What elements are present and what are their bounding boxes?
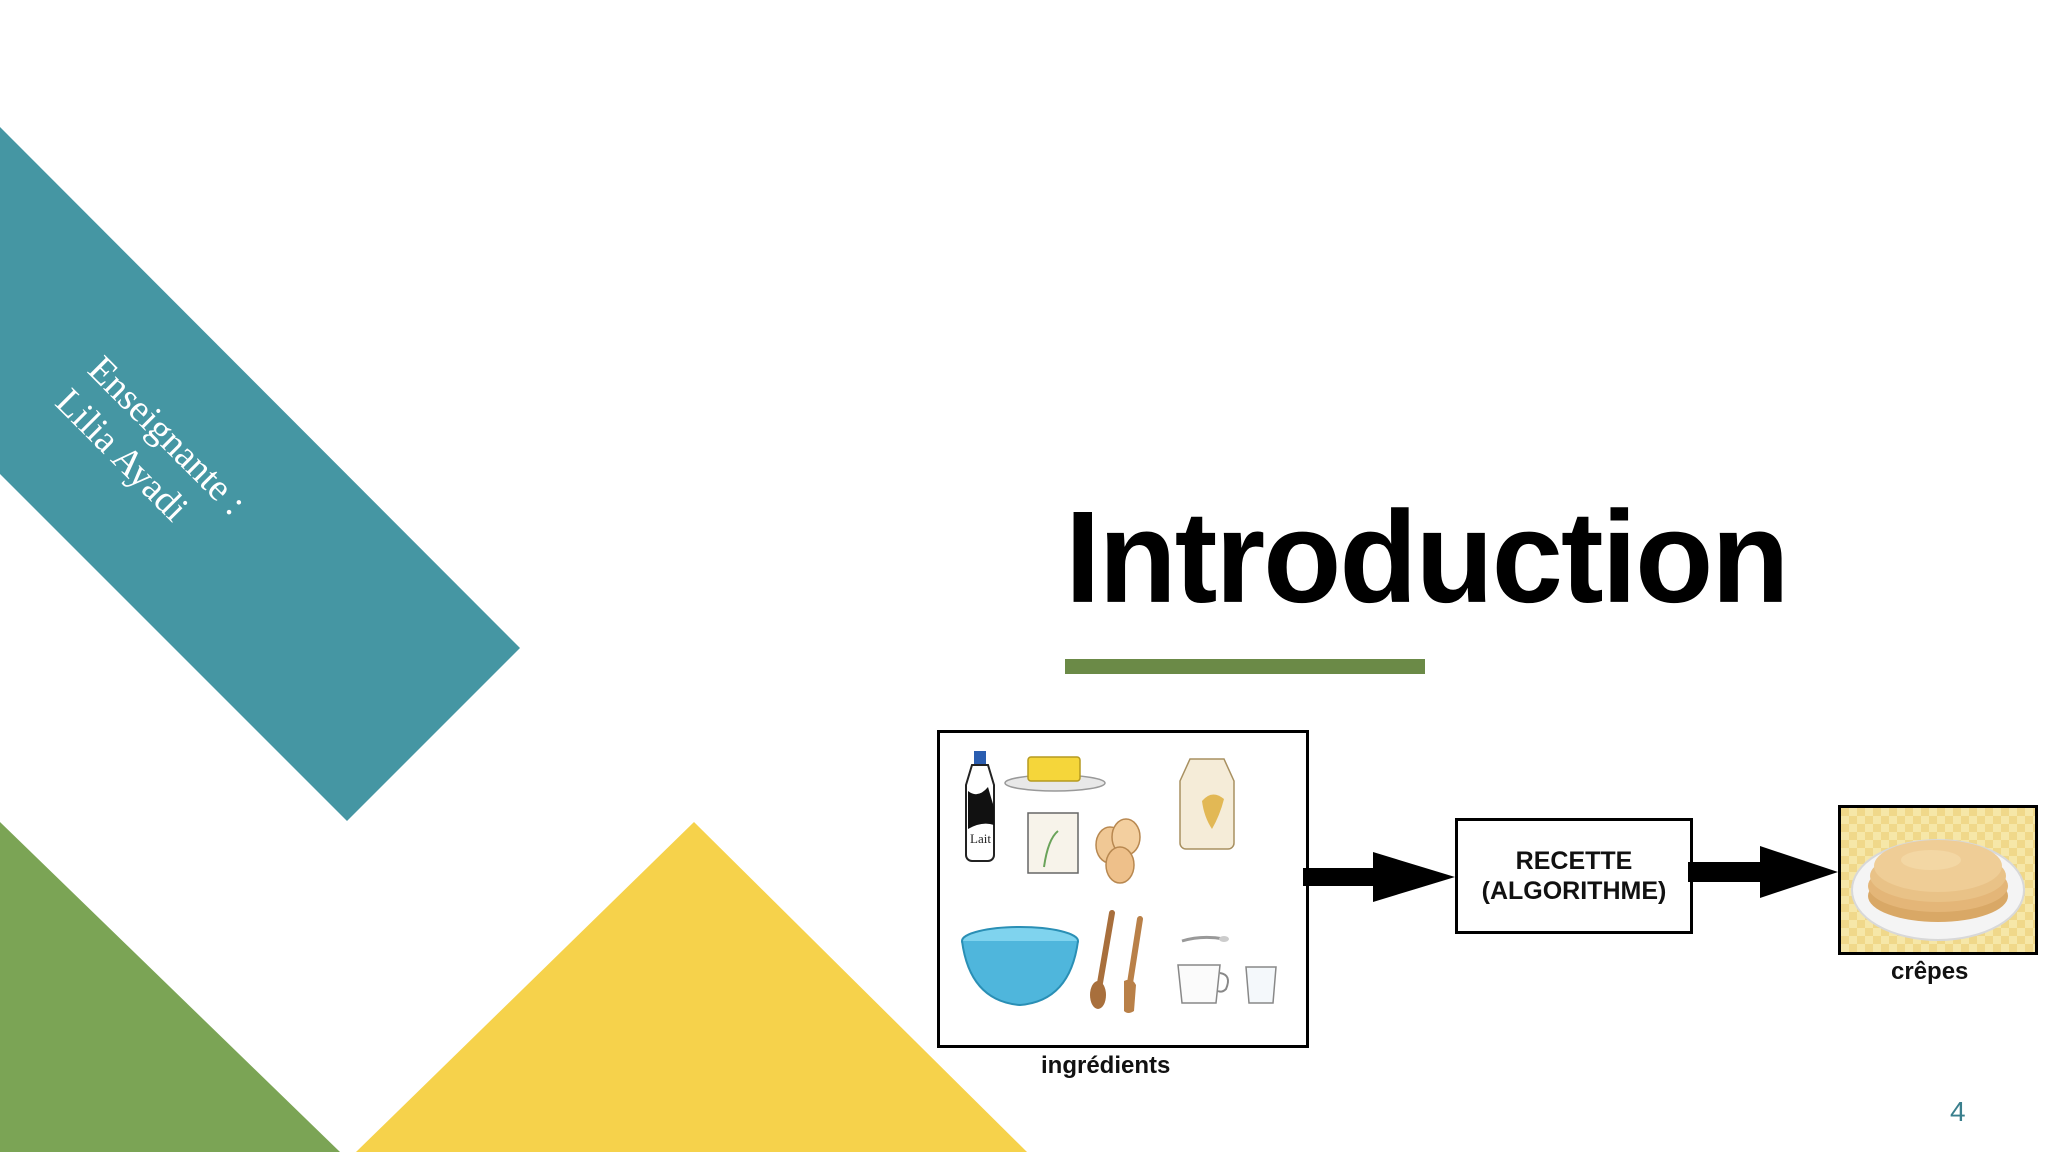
arrow-right-icon bbox=[1688, 846, 1838, 898]
ingredients-image: Lait bbox=[937, 730, 1309, 1048]
yellow-triangle-shape bbox=[356, 822, 1027, 1152]
ingredients-caption: ingrédients bbox=[1041, 1052, 1171, 1079]
crepes-image bbox=[1838, 805, 2038, 955]
cups-icon bbox=[1177, 935, 1277, 1004]
teal-band-shape bbox=[0, 127, 520, 821]
ingredients-illustration: Lait bbox=[961, 751, 1277, 1013]
butter-icon bbox=[1004, 756, 1106, 792]
eggs-icon bbox=[1095, 818, 1141, 884]
algorithm-label: (ALGORITHME) bbox=[1481, 877, 1667, 905]
milk-label: Lait bbox=[970, 831, 991, 846]
recipe-label: RECETTE bbox=[1515, 847, 1633, 875]
title-underline bbox=[1065, 659, 1425, 674]
green-triangle-shape bbox=[0, 822, 340, 1152]
milk-bottle-icon: Lait bbox=[965, 751, 995, 862]
wooden-spoons-icon bbox=[1090, 910, 1143, 1013]
crepes-plate-icon bbox=[1841, 808, 2035, 952]
crepes-caption: crêpes bbox=[1891, 958, 1969, 985]
sugar-box-icon bbox=[1027, 812, 1079, 874]
flour-bag-icon bbox=[1179, 758, 1235, 850]
arrow-right-icon bbox=[1303, 852, 1455, 902]
bowl-icon bbox=[961, 926, 1079, 1007]
slide-title: Introduction bbox=[1065, 484, 1789, 631]
recipe-algorithm-box: RECETTE (ALGORITHME) bbox=[1455, 818, 1693, 934]
page-number: 4 bbox=[1950, 1096, 1966, 1127]
